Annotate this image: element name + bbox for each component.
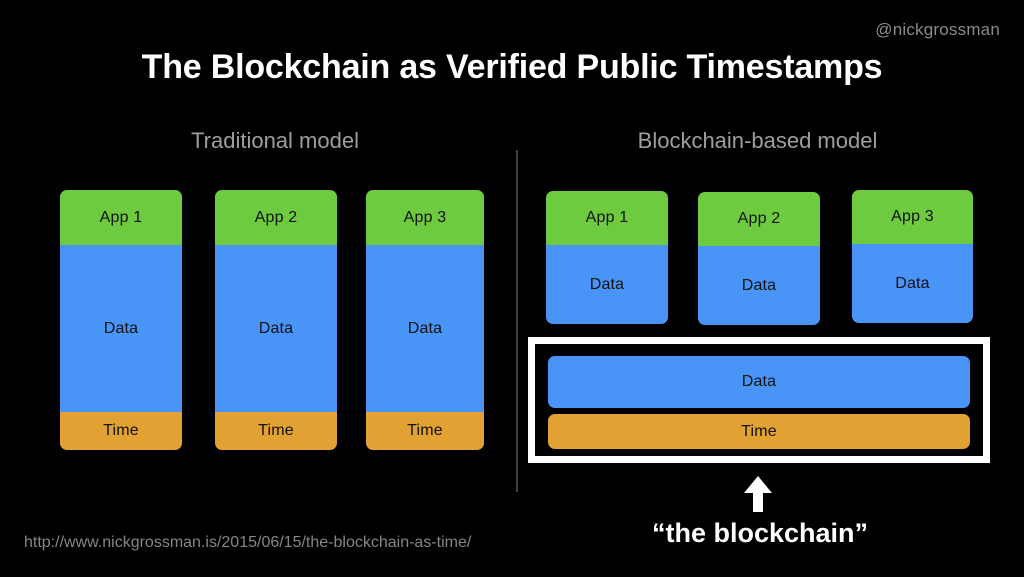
blockchain-stack-2: App 2 Data: [698, 192, 820, 325]
app-segment: App 2: [215, 190, 337, 245]
time-segment: Time: [366, 412, 484, 450]
blockchain-time-bar: Time: [548, 414, 970, 449]
source-url: http://www.nickgrossman.is/2015/06/15/th…: [24, 534, 472, 551]
section-label-blockchain: Blockchain-based model: [637, 128, 878, 153]
app-segment: App 1: [546, 191, 668, 245]
app-segment: App 1: [60, 190, 182, 245]
time-segment: Time: [60, 412, 182, 450]
data-segment: Data: [366, 245, 484, 412]
up-arrow-icon: [744, 476, 772, 512]
author-handle: @nickgrossman: [875, 20, 1000, 39]
traditional-stack-2: App 2 Data Time: [215, 190, 337, 450]
blockchain-highlight-box: Data Time: [528, 337, 990, 463]
app-segment: App 2: [698, 192, 820, 246]
page-title: The Blockchain as Verified Public Timest…: [141, 48, 883, 86]
blockchain-data-bar: Data: [548, 356, 970, 408]
traditional-stack-3: App 3 Data Time: [366, 190, 484, 450]
data-segment: Data: [60, 245, 182, 412]
data-segment: Data: [698, 246, 820, 325]
time-segment: Time: [215, 412, 337, 450]
section-label-traditional: Traditional model: [191, 128, 359, 153]
app-segment: App 3: [852, 190, 973, 244]
blockchain-caption: “the blockchain”: [651, 518, 869, 548]
data-segment: Data: [215, 245, 337, 412]
traditional-stack-1: App 1 Data Time: [60, 190, 182, 450]
app-segment: App 3: [366, 190, 484, 245]
blockchain-stack-1: App 1 Data: [546, 191, 668, 324]
data-segment: Data: [546, 245, 668, 324]
data-segment: Data: [852, 244, 973, 323]
blockchain-stack-3: App 3 Data: [852, 190, 973, 323]
vertical-divider: [516, 150, 518, 492]
